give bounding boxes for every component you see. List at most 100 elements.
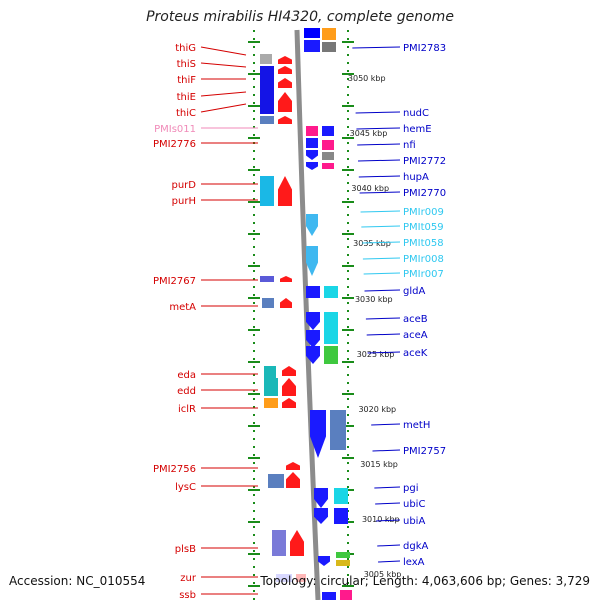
gene-arrow-up	[286, 472, 300, 488]
gene-arrow-up	[278, 56, 292, 64]
gene-label-lexA: lexA	[403, 557, 425, 568]
gene-label-PMI2770: PMI2770	[403, 188, 446, 199]
gene-label-nfi: nfi	[403, 140, 416, 151]
leader-line-right	[357, 143, 401, 146]
gene-block	[262, 298, 274, 308]
gene-label-gldA: gldA	[403, 286, 425, 297]
kbp-label: 3045 kbp	[350, 129, 388, 138]
gene-block	[272, 530, 286, 556]
gene-arrow-up	[278, 176, 292, 206]
gene-label-eda: eda	[177, 370, 196, 381]
gene-block	[336, 560, 350, 566]
gene-label-PMIr007: PMIr007	[403, 269, 444, 280]
gene-label-iclR: iclR	[178, 404, 196, 415]
gene-arrow-up	[278, 116, 292, 124]
leader-line-right	[358, 175, 401, 178]
gene-label-thiF: thiF	[177, 75, 196, 86]
gene-block	[260, 66, 274, 114]
gene-label-hemE: hemE	[403, 124, 432, 135]
gene-label-pgi: pgi	[403, 483, 418, 494]
leader-line-right	[362, 257, 401, 260]
gene-label-aceB: aceB	[403, 314, 428, 325]
gene-label-metH: metH	[403, 420, 430, 431]
leader-line-right	[367, 351, 401, 354]
gene-label-PMIr009: PMIr009	[403, 207, 444, 218]
gene-label-PMIs011: PMIs011	[154, 124, 196, 135]
kbp-label: 3040 kbp	[351, 184, 389, 193]
gene-label-PMI2756: PMI2756	[153, 464, 196, 475]
gene-block	[324, 286, 338, 298]
gene-arrow-down	[306, 162, 318, 170]
leader-line-right	[371, 423, 401, 426]
leader-line-left	[200, 62, 247, 68]
gene-block	[264, 398, 278, 408]
gene-block	[336, 552, 350, 558]
gene-label-PMI2757: PMI2757	[403, 446, 446, 457]
gene-block	[322, 42, 336, 52]
gene-arrow-up	[282, 366, 296, 376]
gene-arrow-down	[306, 150, 318, 160]
gene-arrow-up	[278, 92, 292, 112]
gene-block	[260, 276, 274, 282]
gene-block	[322, 592, 336, 600]
leader-line-right	[362, 241, 401, 244]
leader-line-right	[357, 159, 401, 162]
gene-block	[260, 116, 274, 124]
leader-line-right	[352, 46, 401, 49]
leader-line-left	[200, 46, 247, 56]
gene-arrow-down	[318, 556, 330, 566]
gene-label-dgkA: dgkA	[403, 541, 428, 552]
gene-labels: thiGthiSthiFthiEthiCPMIs011PMI2776purDpu…	[153, 43, 446, 600]
gene-arrow-up	[290, 530, 304, 556]
accession-text: Accession: NC_010554	[9, 574, 146, 588]
gene-block	[334, 508, 348, 524]
genome-info-text: Topology: circular; Length: 4,063,606 bp…	[260, 574, 590, 588]
kbp-label: 3015 kbp	[360, 460, 398, 469]
gene-label-thiE: thiE	[177, 92, 196, 103]
gene-arrow-down	[306, 246, 318, 276]
kbp-label: 3035 kbp	[353, 239, 391, 248]
gene-block	[306, 286, 320, 298]
gene-label-aceK: aceK	[403, 348, 428, 359]
leader-line-right	[364, 289, 401, 292]
gene-label-thiG: thiG	[175, 43, 196, 54]
leader-line-right	[375, 519, 401, 522]
gene-block	[296, 574, 306, 582]
left-strand-track	[248, 30, 260, 600]
gene-features	[260, 28, 352, 600]
gene-label-metA: metA	[169, 302, 196, 313]
leader-line-right	[355, 111, 401, 114]
gene-label-lysC: lysC	[175, 482, 196, 493]
gene-block	[276, 574, 292, 582]
leader-line-right	[365, 317, 401, 320]
gene-label-PMIr008: PMIr008	[403, 254, 444, 265]
gene-arrow-down	[306, 346, 320, 364]
gene-arrow-down	[306, 214, 318, 236]
gene-block	[322, 140, 334, 150]
gene-label-thiS: thiS	[177, 59, 196, 70]
gene-label-hupA: hupA	[403, 172, 429, 183]
gene-arrow-down	[314, 508, 328, 524]
kbp-label: 3025 kbp	[357, 350, 395, 359]
gene-arrow-up	[282, 378, 296, 396]
leader-line-right	[363, 272, 401, 275]
gene-block	[264, 378, 278, 396]
gene-label-PMI2776: PMI2776	[153, 139, 196, 150]
gene-block	[334, 488, 348, 504]
gene-arrow-down	[310, 410, 326, 458]
gene-arrow-up	[280, 298, 292, 308]
gene-label-ssb: ssb	[179, 590, 196, 600]
gene-arrow-up	[282, 398, 296, 408]
gene-arrow-down	[306, 330, 320, 348]
gene-label-PMIt059: PMIt059	[403, 222, 444, 233]
gene-arrow-up	[280, 276, 292, 282]
label-leader-lines	[200, 46, 401, 595]
gene-label-PMI2783: PMI2783	[403, 43, 446, 54]
gene-label-zur: zur	[180, 573, 197, 584]
gene-label-purD: purD	[172, 180, 197, 191]
gene-block	[260, 176, 274, 206]
gene-arrow-down	[314, 488, 328, 508]
leader-line-right	[377, 544, 401, 547]
